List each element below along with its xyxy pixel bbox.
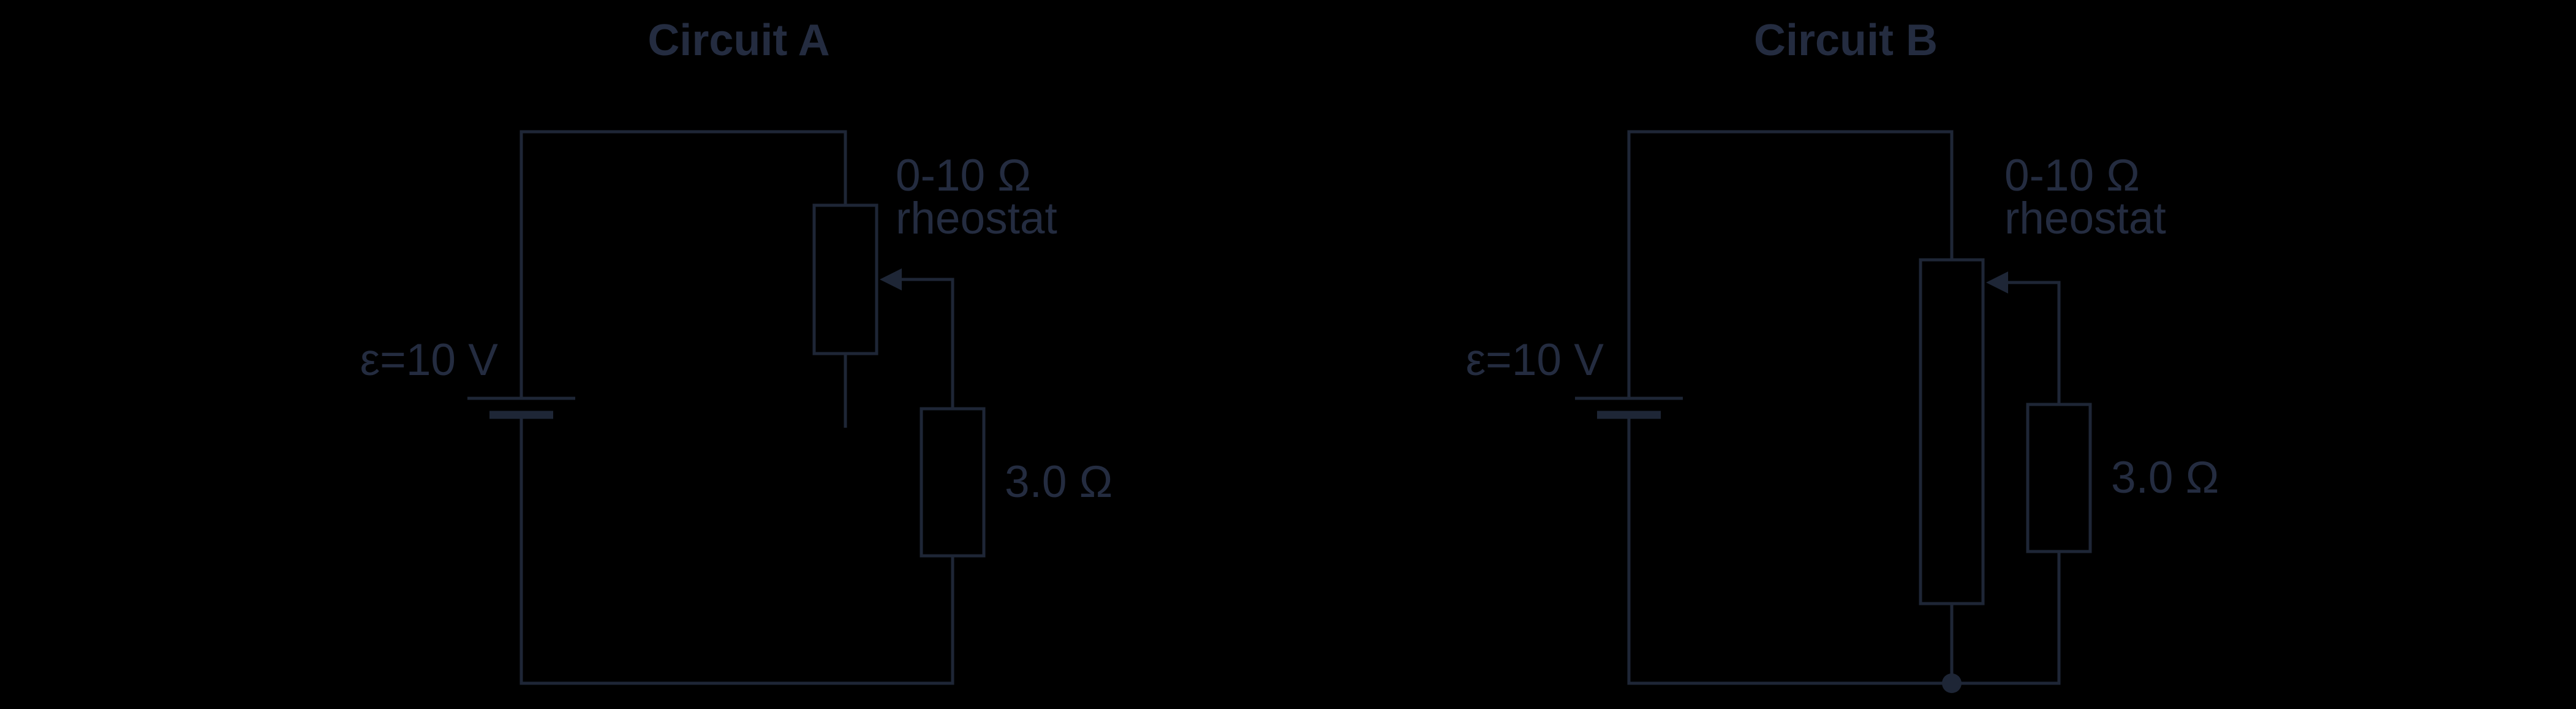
circuit-b-diagram bbox=[1575, 130, 2092, 693]
circuit-b-title: Circuit B bbox=[1753, 16, 1938, 65]
circuit-a-rheostat-box bbox=[812, 203, 878, 355]
circuit-b-rheostat-box bbox=[1919, 258, 1985, 605]
circuit-b-rheostat-range: 0-10 Ω bbox=[2004, 151, 2140, 200]
circuit-a-bottom-wire bbox=[519, 415, 954, 685]
circuit-a-title: Circuit A bbox=[648, 16, 830, 65]
circuit-b-junction-dot bbox=[1942, 673, 1962, 693]
circuit-a-left-top-wire bbox=[519, 130, 847, 398]
circuit-a-wiper-arrowhead-icon bbox=[880, 268, 902, 290]
circuit-b-wiper-arrowhead-icon bbox=[1986, 271, 2008, 294]
circuit-a-diagram bbox=[467, 130, 986, 685]
circuit-b-wiper-wire bbox=[2003, 281, 2061, 404]
circuit-a-rheostat-range: 0-10 Ω bbox=[896, 151, 1031, 200]
circuit-a-resistor-box bbox=[920, 407, 986, 558]
circuit-b-bottom-wire bbox=[1627, 415, 2061, 685]
circuit-a-rheostat-word: rheostat bbox=[896, 194, 1057, 243]
circuit-b-resistor-label: 3.0 Ω bbox=[2111, 453, 2219, 502]
circuit-a-resistor-label: 3.0 Ω bbox=[1005, 457, 1113, 507]
circuit-b-resistor-box bbox=[2026, 403, 2092, 553]
circuit-b-emf-label: ε=10 V bbox=[1465, 335, 1604, 385]
circuit-b-rheostat-word: rheostat bbox=[2004, 194, 2166, 243]
circuit-b-left-top-wire bbox=[1627, 130, 1954, 398]
circuit-a-emf-label: ε=10 V bbox=[360, 335, 498, 385]
circuit-a-wiper-wire bbox=[897, 278, 954, 409]
